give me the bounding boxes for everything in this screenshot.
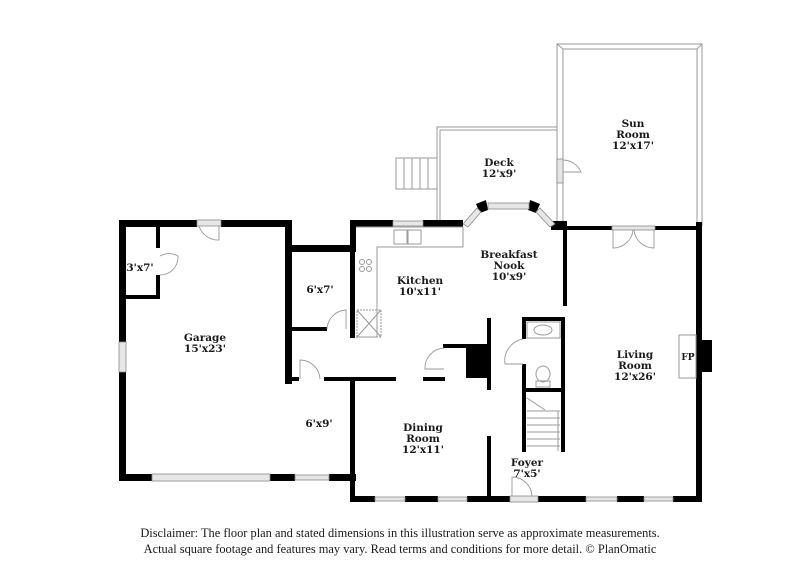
staircase	[526, 397, 560, 451]
deck-steps	[395, 157, 438, 190]
room-label-closet-3x7: 3'x7'	[126, 262, 153, 274]
room-label-room-6x9: 6'x9'	[305, 418, 332, 430]
room-label-room-6x7: 6'x7'	[306, 284, 333, 296]
room-dimensions: 12'x17'	[612, 140, 654, 152]
room-dimensions: 12'x26'	[614, 371, 656, 383]
room-name: Sun	[622, 118, 645, 130]
room-dimensions: 12'x11'	[402, 444, 444, 456]
room-dimensions: 12'x9'	[482, 168, 517, 180]
room-name: Dining	[403, 422, 443, 434]
room-name: Room	[406, 433, 440, 445]
disclaimer-line-1: Disclaimer: The floor plan and stated di…	[140, 526, 660, 540]
room-name: Deck	[484, 157, 514, 169]
room-name: Nook	[494, 260, 526, 272]
room-name: Breakfast	[480, 249, 537, 261]
sun-room-walls	[556, 43, 703, 226]
fireplace-label: FP	[681, 353, 694, 363]
room-dimensions: 6'x9'	[305, 418, 332, 430]
fireplace: FP	[678, 334, 697, 379]
fridge-icon	[356, 309, 382, 338]
room-name: Living	[617, 349, 654, 361]
room-dimensions: 10'x9'	[492, 271, 527, 283]
stove-icon	[359, 259, 372, 272]
room-name: Foyer	[511, 457, 544, 469]
disclaimer-line-2: Actual square footage and features may v…	[143, 542, 657, 556]
kitchen-counters	[356, 226, 464, 338]
walls	[119, 200, 712, 502]
room-dimensions: 7'x5'	[513, 468, 540, 480]
room-dimensions: 10'x11'	[399, 286, 441, 298]
room-name: Kitchen	[397, 275, 444, 287]
room-dimensions: 6'x7'	[306, 284, 333, 296]
powder-room-fixtures	[526, 321, 561, 388]
deck-railing	[395, 126, 557, 222]
room-dimensions: 15'x23'	[184, 343, 226, 355]
room-name: Garage	[184, 332, 226, 344]
doors	[159, 219, 656, 503]
room-name: Room	[616, 129, 650, 141]
room-dimensions: 3'x7'	[126, 262, 153, 274]
windows	[118, 202, 674, 502]
room-name: Room	[618, 360, 652, 372]
